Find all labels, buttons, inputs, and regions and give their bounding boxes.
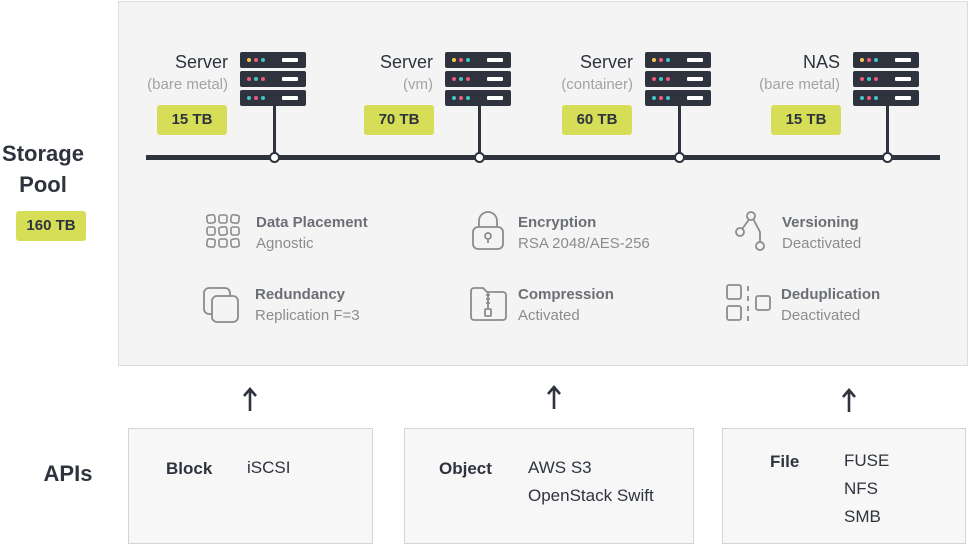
storage-pool-label-line1: Storage <box>2 141 84 166</box>
dedupe-icon <box>726 284 771 321</box>
storage-pool-capacity-badge: 160 TB <box>16 211 86 241</box>
api-box-object: Object AWS S3 OpenStack Swift <box>404 428 694 544</box>
api-item: OpenStack Swift <box>528 486 654 505</box>
server-rack-icon <box>240 52 306 109</box>
node-2-title: Server <box>379 52 433 72</box>
arrow-up-icon <box>842 388 856 412</box>
api-box-block: Block iSCSI <box>128 428 373 544</box>
branch-icon <box>735 211 765 251</box>
api-item: iSCSI <box>247 458 291 477</box>
node-3-connector <box>678 106 681 156</box>
api-object-name: Object <box>439 459 492 478</box>
feature-encryption-name: Encryption <box>518 214 597 231</box>
node-2-subtitle: (vm) <box>403 76 433 93</box>
node-1-title: Server <box>174 52 228 72</box>
storage-bus-line <box>146 155 940 160</box>
copies-icon <box>203 287 239 323</box>
server-rack-icon <box>645 52 711 109</box>
node-1-subtitle: (bare metal) <box>147 76 228 93</box>
grid-icon <box>205 213 241 249</box>
feature-data-placement-value: Agnostic <box>256 235 314 252</box>
node-2-capacity-badge: 70 TB <box>364 105 434 135</box>
api-item: FUSE <box>844 451 890 470</box>
padlock-icon <box>472 211 504 250</box>
server-rack-icon <box>853 52 919 109</box>
zip-file-icon <box>470 287 507 321</box>
api-file-name: File <box>770 452 800 471</box>
storage-pool-label: Storage Pool <box>0 138 86 200</box>
node-1-joint <box>269 152 280 163</box>
node-3-subtitle: (container) <box>561 76 633 93</box>
node-3-capacity-badge: 60 TB <box>562 105 632 135</box>
api-item: NFS <box>844 479 878 498</box>
node-3-title: Server <box>579 52 633 72</box>
feature-redundancy-name: Redundancy <box>255 286 346 303</box>
api-block-items: iSCSI <box>247 454 290 482</box>
api-block-name: Block <box>166 459 213 478</box>
arrow-up-icon <box>547 385 561 409</box>
api-item: AWS S3 <box>528 458 592 477</box>
feature-versioning-name: Versioning <box>782 214 859 231</box>
api-item: SMB <box>844 507 881 526</box>
node-3-joint <box>674 152 685 163</box>
feature-redundancy-value: Replication F=3 <box>255 307 360 324</box>
node-2-connector <box>478 106 481 156</box>
api-object-items: AWS S3 OpenStack Swift <box>528 454 654 510</box>
apis-label: APIs <box>43 461 93 486</box>
node-2-joint <box>474 152 485 163</box>
node-4-subtitle: (bare metal) <box>759 76 840 93</box>
feature-deduplication-name: Deduplication <box>781 286 881 303</box>
feature-encryption-value: RSA 2048/AES-256 <box>518 235 650 252</box>
server-rack-icon <box>445 52 511 109</box>
node-4-joint <box>882 152 893 163</box>
node-1-connector <box>273 106 276 156</box>
feature-compression-value: Activated <box>518 307 580 324</box>
node-1-capacity-badge: 15 TB <box>157 105 227 135</box>
api-file-items: FUSE NFS SMB <box>844 447 889 531</box>
storage-pool-label-line2: Pool <box>19 172 67 197</box>
node-4-connector <box>886 106 889 156</box>
node-4-title: NAS <box>802 52 840 72</box>
feature-deduplication-value: Deactivated <box>781 307 861 324</box>
feature-compression-name: Compression <box>518 286 614 303</box>
arrow-up-icon <box>243 387 257 411</box>
feature-data-placement-name: Data Placement <box>256 214 368 231</box>
feature-versioning-value: Deactivated <box>782 235 862 252</box>
api-box-file: File FUSE NFS SMB <box>722 428 966 544</box>
node-4-capacity-badge: 15 TB <box>771 105 841 135</box>
